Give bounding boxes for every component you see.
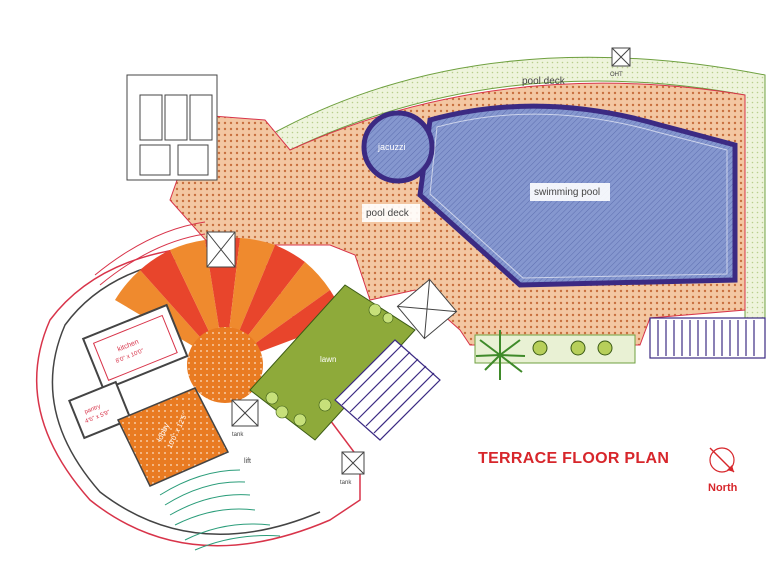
pool-inner-edge bbox=[429, 113, 728, 279]
tank-a-label: tank bbox=[232, 432, 244, 438]
lobby bbox=[116, 387, 230, 487]
oht-label: OHT bbox=[610, 72, 623, 78]
lift-label: lift bbox=[244, 458, 251, 465]
lawn-shrubs bbox=[265, 303, 394, 427]
pool-deck-label-top: pool deck bbox=[522, 76, 566, 87]
pantry-room bbox=[68, 380, 132, 440]
palm-tree bbox=[475, 330, 526, 380]
railing-arc bbox=[94, 221, 206, 286]
stair-railing bbox=[334, 339, 441, 441]
tank-c bbox=[396, 278, 458, 340]
radial-deck bbox=[115, 237, 345, 403]
north-arrow bbox=[709, 447, 735, 473]
kitchen-room bbox=[81, 303, 189, 392]
swimming-pool-label: swimming pool bbox=[534, 187, 600, 198]
toilet-block bbox=[126, 74, 218, 181]
tank-a bbox=[231, 399, 259, 427]
north-label: North bbox=[708, 482, 738, 494]
tank-b-label: tank bbox=[340, 480, 352, 486]
planter-bed bbox=[474, 334, 636, 364]
staircase bbox=[159, 469, 281, 551]
lift-shaft bbox=[206, 231, 236, 268]
overhead-tank bbox=[611, 47, 631, 67]
pool-deck-label-left: pool deck bbox=[366, 208, 410, 219]
plan-title: TERRACE FLOOR PLAN bbox=[478, 450, 670, 467]
tank-b bbox=[341, 451, 365, 475]
jacuzzi bbox=[361, 110, 435, 184]
pantry-label: pantry bbox=[84, 404, 102, 416]
lawn-label: lawn bbox=[320, 355, 336, 364]
jacuzzi-label: jacuzzi bbox=[377, 142, 406, 152]
lawn bbox=[249, 284, 416, 441]
railing-east bbox=[649, 317, 766, 359]
